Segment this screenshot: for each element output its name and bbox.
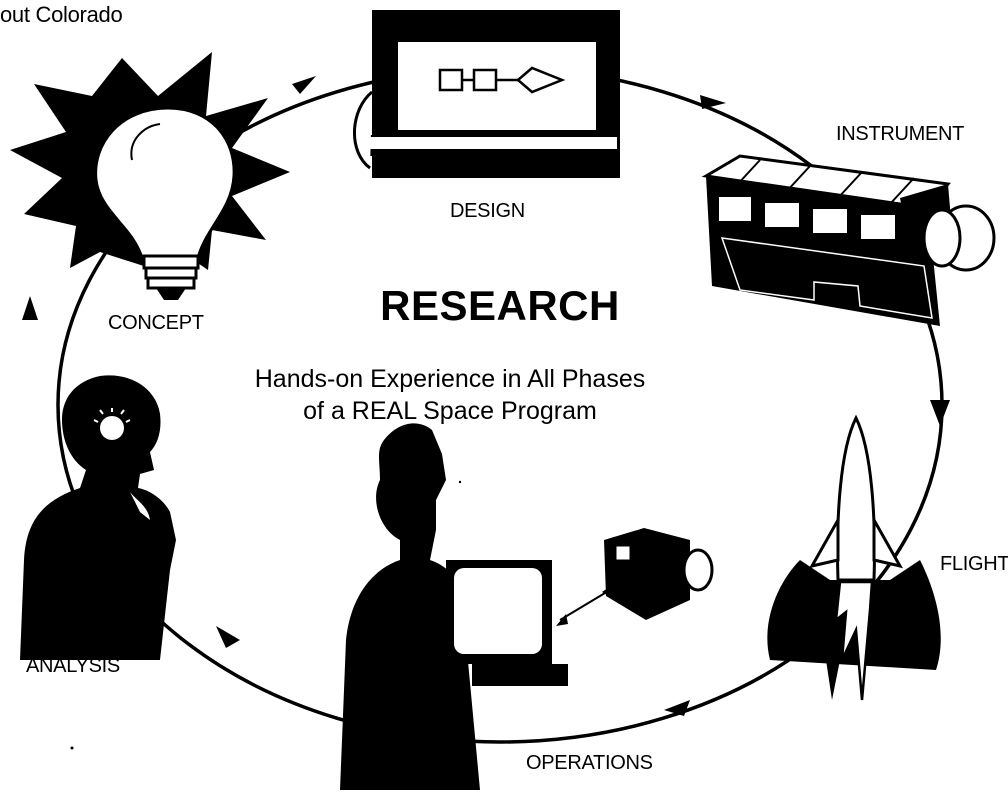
- arrow-analysis-to-concept: [22, 296, 38, 320]
- instrument-icon: [701, 154, 996, 326]
- operator-computer-icon: [340, 423, 714, 790]
- mini-instrument-icon: [604, 528, 714, 620]
- phase-label-design: DESIGN: [450, 200, 525, 222]
- center-title: RESEARCH: [380, 282, 620, 329]
- arrow-instrument-to-flight: [930, 400, 950, 426]
- center-subtitle: Hands-on Experience in All Phases of a R…: [200, 363, 700, 427]
- phase-label-analysis: ANALYSIS: [26, 655, 120, 677]
- center-subtitle-line2: of a REAL Space Program: [303, 397, 597, 425]
- lightbulb-icon: [10, 52, 290, 300]
- arrow-flight-to-operations: [664, 700, 690, 716]
- center-subtitle-line1: Hands-on Experience in All Phases: [254, 365, 646, 393]
- phase-label-operations: OPERATIONS: [526, 752, 653, 774]
- arrow-operations-to-analysis: [216, 626, 240, 648]
- phase-label-instrument: INSTRUMENT: [836, 123, 965, 145]
- rocket-icon: [767, 414, 941, 701]
- phase-label-concept: CONCEPT: [108, 312, 204, 334]
- phase-label-flight: FLIGHT: [940, 553, 1008, 575]
- arrow-design-to-instrument: [700, 95, 726, 109]
- arrow-concept-to-design: [292, 76, 316, 94]
- thinker-icon: [20, 375, 176, 660]
- cycle-arrows: [22, 76, 950, 716]
- design-monitor-icon: [353, 10, 620, 178]
- top-caption: out Colorado: [0, 2, 123, 27]
